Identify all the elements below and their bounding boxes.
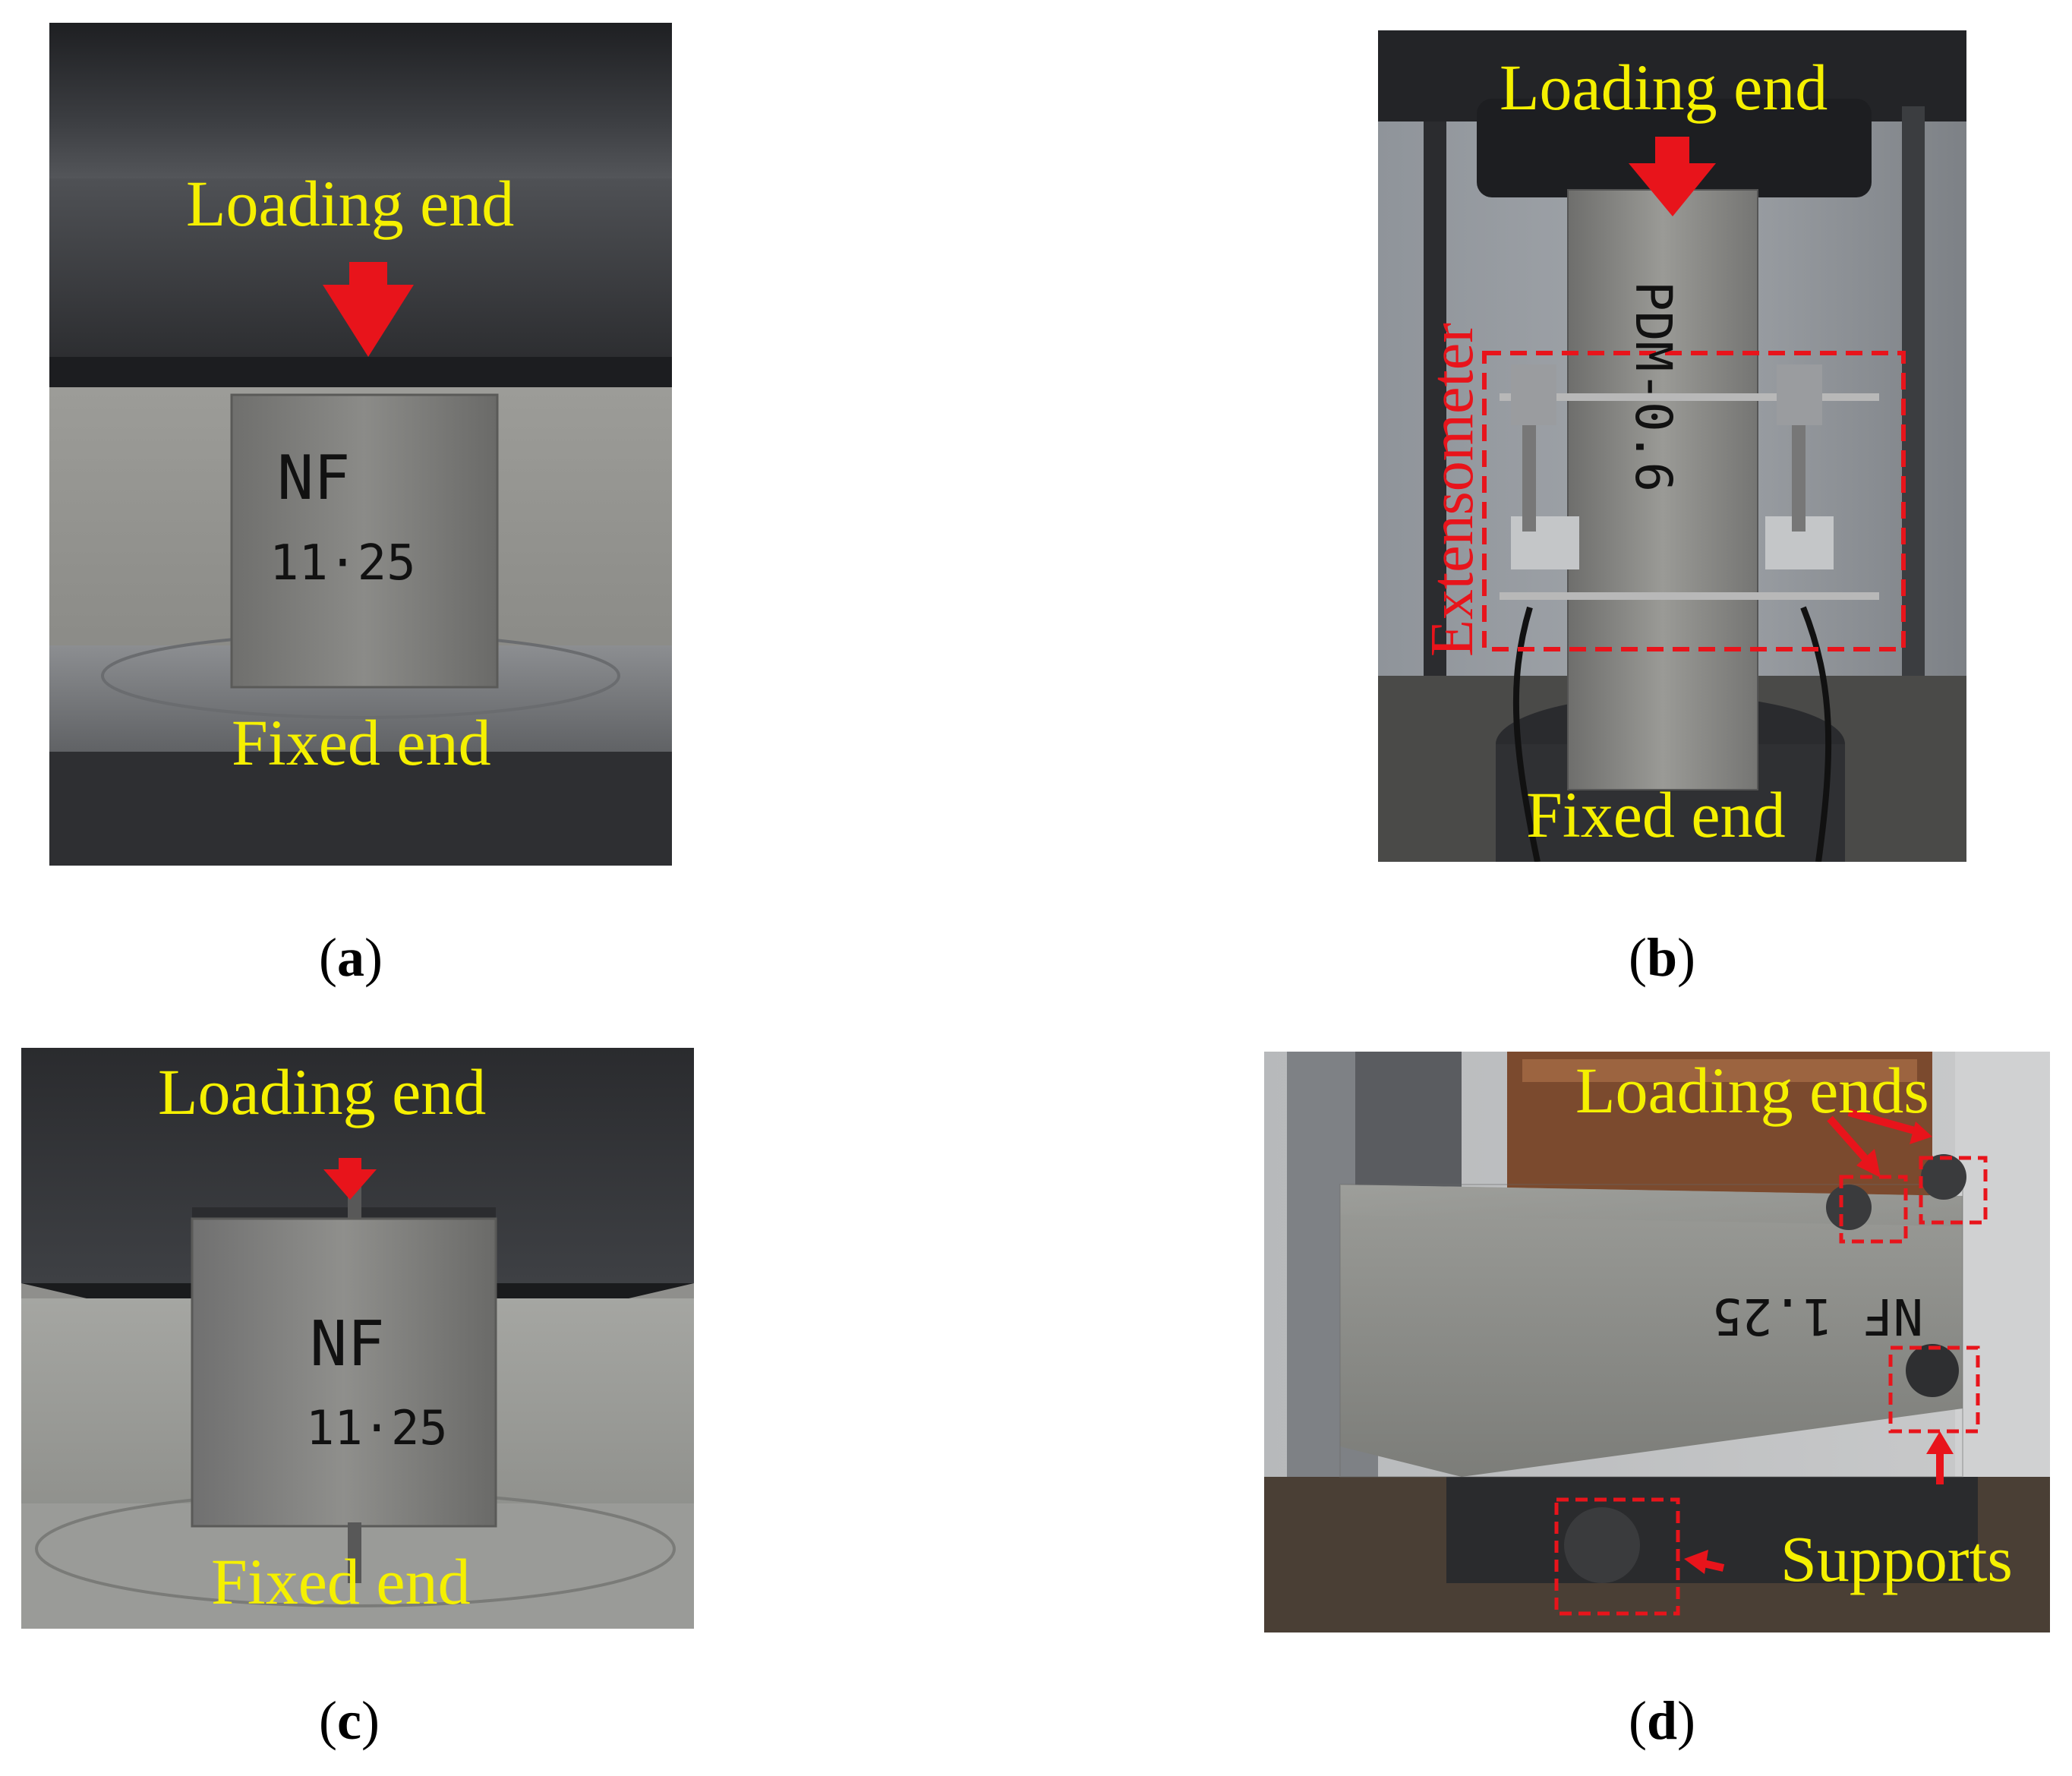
fixed-end-label: Fixed end xyxy=(1526,778,1786,851)
specimen-writing: 11·25 xyxy=(270,535,416,591)
photo-panel-a: NF 11·25 Loading end Fixed end xyxy=(49,23,672,866)
specimen-writing: PDM-0.6 xyxy=(1624,281,1683,493)
arrow-icon xyxy=(323,262,414,357)
caption-c: (c) xyxy=(319,1690,380,1751)
photo-panel-d: NF 1.25 Loading ends Supports xyxy=(1264,1052,2050,1632)
fixed-end-label: Fixed end xyxy=(211,1545,471,1618)
loading-end-label: Loading end xyxy=(158,1055,487,1128)
panel-a-photo xyxy=(49,23,672,866)
caption-d: (d) xyxy=(1629,1690,1696,1751)
loading-end-label: Loading end xyxy=(1500,51,1828,124)
panel-c-photo xyxy=(21,1048,694,1629)
arrow-icon xyxy=(1629,137,1716,216)
supports-label: Supports xyxy=(1780,1522,2013,1595)
caption-a: (a) xyxy=(319,927,383,988)
specimen-writing: NF xyxy=(310,1308,385,1380)
loading-end-label: Loading end xyxy=(186,167,515,240)
extensometer-label: Extensometer xyxy=(1419,323,1486,657)
specimen-writing: 11·25 xyxy=(306,1400,448,1456)
specimen-writing: NF xyxy=(277,443,351,513)
panel-d-photo xyxy=(1264,1052,2050,1632)
photo-panel-b: PDM-0.6 Loading end Fixed end Extensomet… xyxy=(1378,30,1966,862)
specimen-writing: NF 1.25 xyxy=(1712,1287,1924,1345)
loading-ends-label: Loading ends xyxy=(1575,1054,1929,1127)
panel-b-photo xyxy=(1378,30,1966,862)
photo-panel-c: NF 11·25 Loading end Fixed end xyxy=(21,1048,694,1629)
extensometer-box xyxy=(1482,351,1906,651)
fixed-end-label: Fixed end xyxy=(232,706,491,779)
caption-b: (b) xyxy=(1629,927,1696,988)
arrow-icon xyxy=(323,1158,377,1200)
